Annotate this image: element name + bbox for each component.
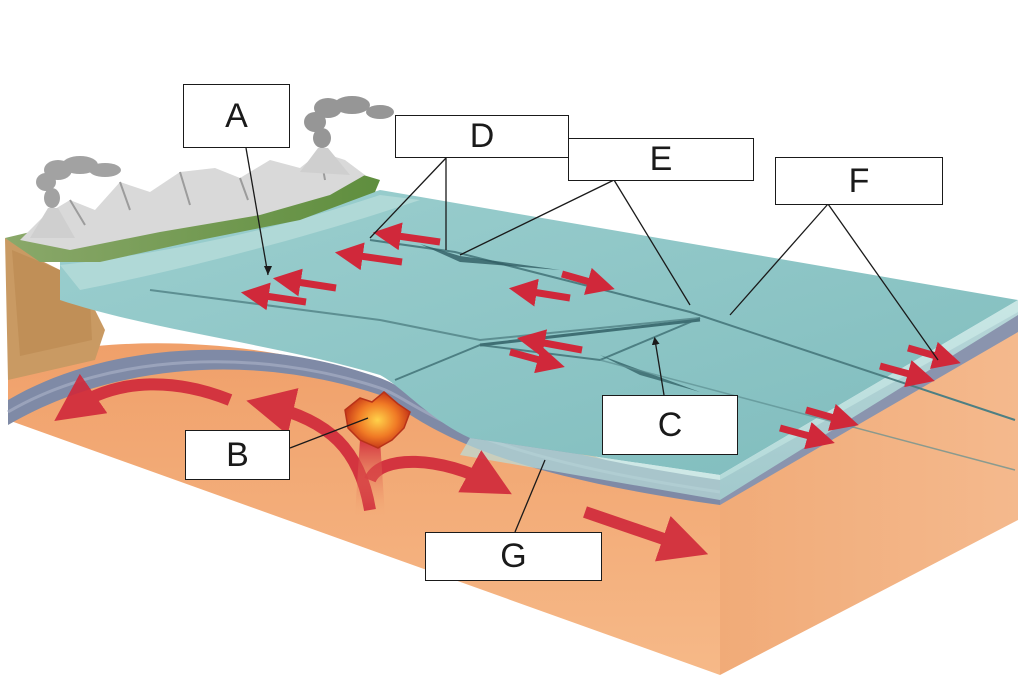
label-box-c[interactable]: C	[602, 395, 738, 455]
plate-arrow-3	[272, 268, 337, 297]
leader-g	[514, 459, 546, 533]
plate-arrow-10	[879, 360, 935, 388]
label-d: D	[469, 117, 495, 155]
mantle-side	[720, 330, 1018, 675]
plate-arrow-4	[240, 282, 307, 311]
leader-f-1	[729, 203, 829, 316]
rising-plume	[355, 440, 385, 515]
magma-chamber-icon	[344, 391, 411, 449]
leader-b	[289, 417, 369, 449]
label-c: C	[657, 405, 683, 444]
label-box-e[interactable]: E	[568, 138, 754, 181]
mountain-range	[20, 152, 365, 250]
convection-arrow-left	[54, 373, 233, 422]
label-box-g[interactable]: G	[425, 532, 602, 581]
leader-d-1	[369, 157, 447, 239]
plate-arrow-6	[508, 278, 571, 307]
label-box-d[interactable]: D	[395, 115, 569, 158]
plate-arrow-2	[334, 242, 403, 271]
label-b: B	[226, 435, 249, 474]
plate-arrow-9	[907, 341, 961, 369]
plate-arrow-12	[779, 422, 835, 450]
leader-a	[245, 147, 269, 276]
plate-motion-arrows	[240, 222, 961, 450]
label-box-f[interactable]: F	[775, 157, 943, 205]
label-f: F	[848, 161, 870, 200]
volcano-left-icon	[30, 208, 75, 238]
convection-arrow-bottom	[583, 506, 709, 562]
smoke-plume-left-icon	[36, 156, 121, 208]
leader-lines	[245, 147, 939, 533]
label-box-a[interactable]: A	[183, 84, 290, 148]
plate-arrow-7	[516, 329, 583, 357]
plate-arrow-11	[805, 403, 859, 431]
leader-e-1	[459, 179, 615, 256]
leader-e-2	[613, 179, 691, 306]
plate-arrow-1	[372, 222, 441, 251]
label-g: G	[500, 537, 527, 575]
plate-arrow-5	[561, 267, 615, 295]
label-a: A	[225, 96, 248, 135]
leader-f-2	[827, 203, 939, 361]
ridge-segment-upper	[369, 239, 1016, 421]
volcano-right-icon	[300, 148, 350, 175]
smoke-plume-right-icon	[304, 96, 394, 148]
plate-arrow-8	[509, 346, 565, 374]
label-e: E	[649, 140, 673, 178]
label-box-b[interactable]: B	[185, 430, 290, 480]
transform-fault	[479, 318, 701, 347]
leader-c	[651, 336, 665, 396]
